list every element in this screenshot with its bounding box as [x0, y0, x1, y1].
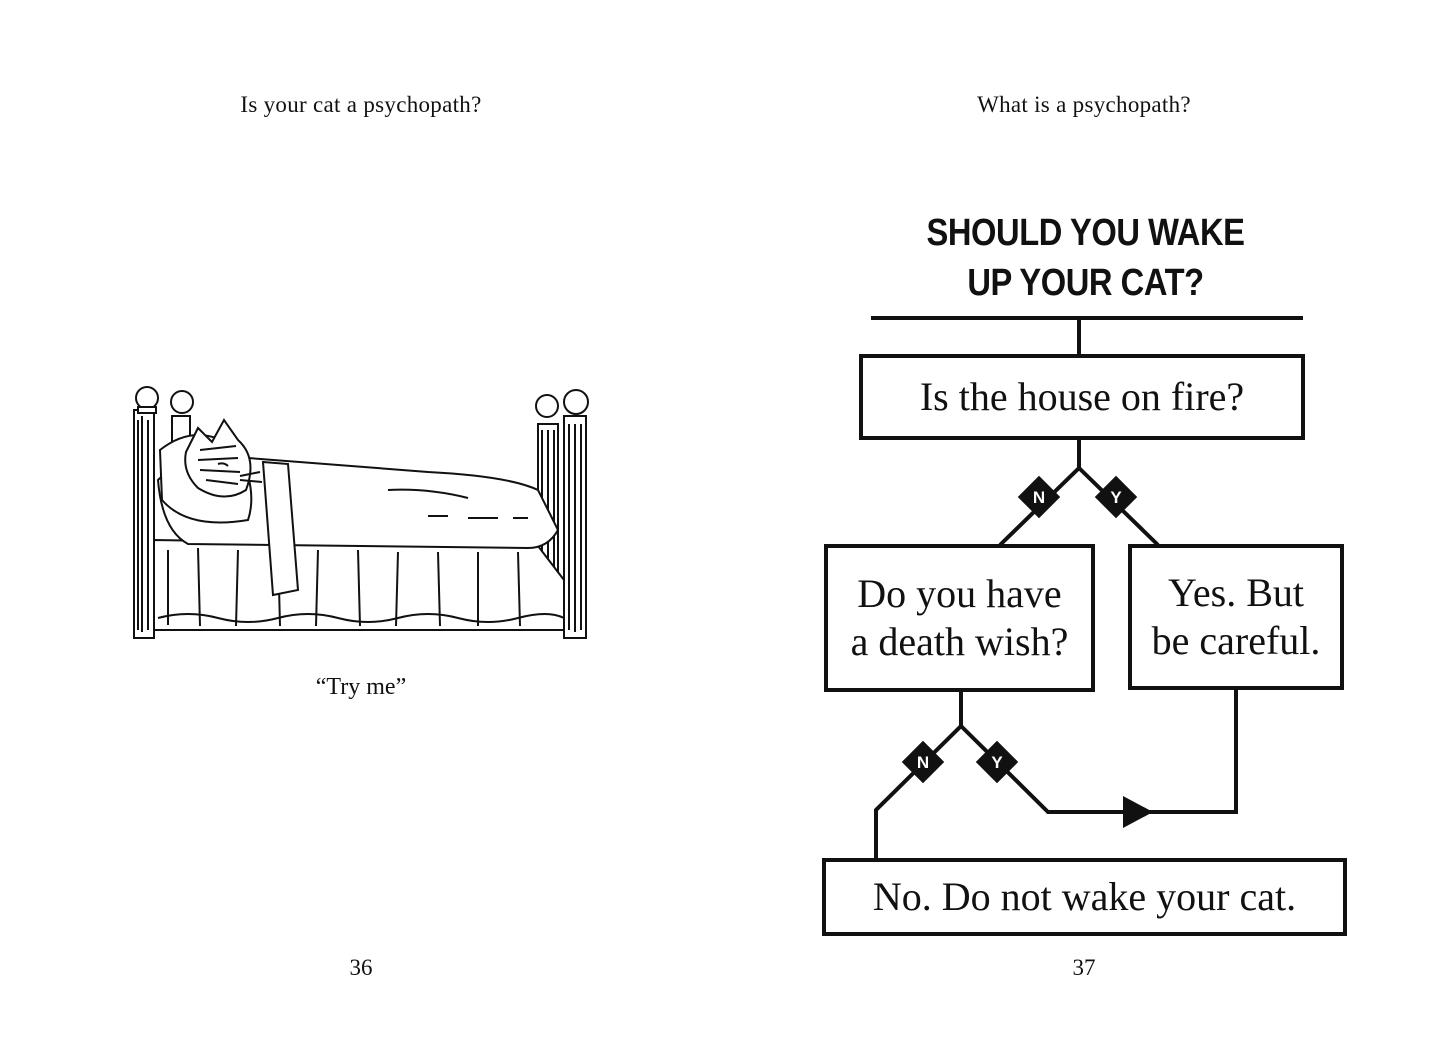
right-page-number: 37 — [1072, 955, 1096, 980]
question-death-wish-line2: a death wish? — [850, 619, 1069, 664]
right-running-head: What is a psychopath? — [977, 92, 1191, 117]
badge-no-1-label: N — [1033, 488, 1045, 507]
left-running-head: Is your cat a psychopath? — [240, 92, 482, 117]
flowchart-title-line1: SHOULD YOU WAKE — [926, 212, 1245, 254]
answer-yes-be-careful: Yes. But be careful. — [1128, 544, 1344, 690]
badge-no-1: N — [1017, 475, 1061, 519]
question-death-wish: Do you have a death wish? — [824, 544, 1095, 692]
badge-no-2-label: N — [917, 753, 929, 772]
answer-yes-line1: Yes. But — [1168, 570, 1304, 615]
answer-do-not-wake: No. Do not wake your cat. — [822, 858, 1347, 936]
badge-yes-1: Y — [1094, 475, 1138, 519]
question-death-wish-line1: Do you have — [857, 571, 1062, 616]
left-page: Is your cat a psychopath? — [0, 0, 722, 1058]
question-house-on-fire: Is the house on fire? — [859, 354, 1305, 440]
flowchart-connectors: N Y N Y — [871, 316, 1303, 860]
arrow-head-icon — [1123, 796, 1153, 828]
badge-yes-2-label: Y — [991, 753, 1003, 772]
flowchart-title-line2: UP YOUR CAT? — [967, 262, 1204, 304]
left-page-number: 36 — [349, 955, 373, 980]
answer-yes-line2: be careful. — [1151, 618, 1321, 663]
cat-in-bed-illustration-icon — [133, 386, 589, 639]
flowchart-title: SHOULD YOU WAKE UP YOUR CAT? — [860, 208, 1312, 308]
answer-do-not-wake-text: No. Do not wake your cat. — [872, 874, 1297, 919]
question-house-on-fire-text: Is the house on fire? — [919, 374, 1245, 419]
illustration-caption: “Try me” — [315, 674, 407, 700]
right-page: What is a psychopath? SHOULD YOU WAKE UP… — [723, 0, 1445, 1058]
badge-yes-1-label: Y — [1110, 488, 1122, 507]
